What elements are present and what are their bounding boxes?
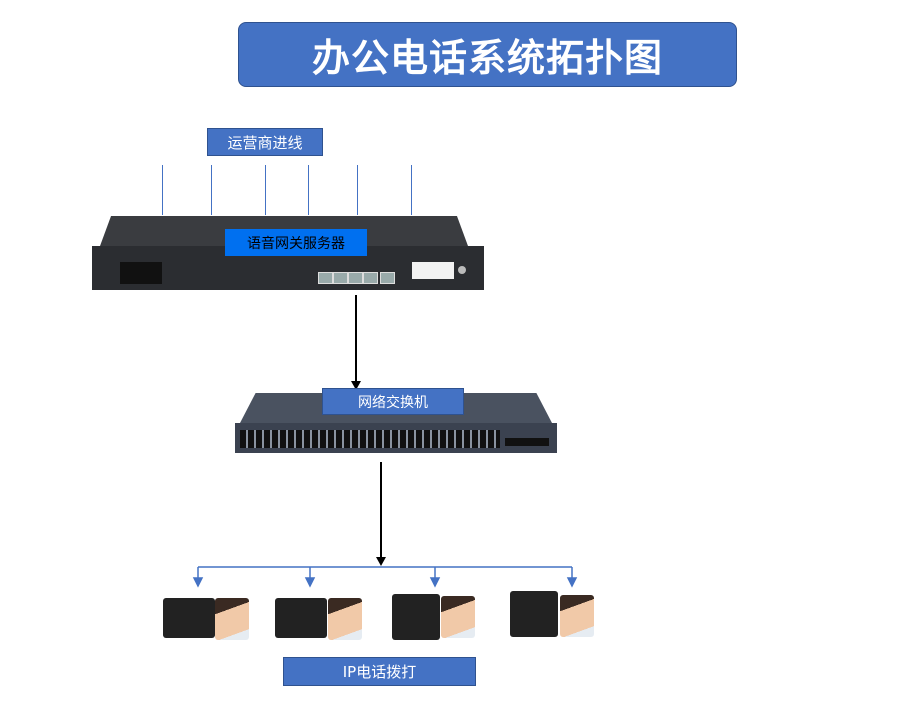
arrow-icon xyxy=(351,381,361,390)
ip-phone-label: IP电话拨打 xyxy=(283,657,476,686)
ip-phone-icon xyxy=(392,594,440,640)
ip-phone-icon xyxy=(163,598,215,638)
arrow-icon xyxy=(376,557,386,566)
user-avatar xyxy=(441,596,475,638)
diagram-title: 办公电话系统拓扑图 xyxy=(238,22,737,87)
user-avatar xyxy=(215,598,249,640)
switch-label: 网络交换机 xyxy=(322,388,464,415)
carrier-label: 运营商进线 xyxy=(207,128,323,156)
ip-phone-icon xyxy=(510,591,558,637)
ip-phone-icon xyxy=(275,598,327,638)
user-avatar xyxy=(560,595,594,637)
gateway-label: 语音网关服务器 xyxy=(225,229,367,256)
user-avatar xyxy=(328,598,362,640)
